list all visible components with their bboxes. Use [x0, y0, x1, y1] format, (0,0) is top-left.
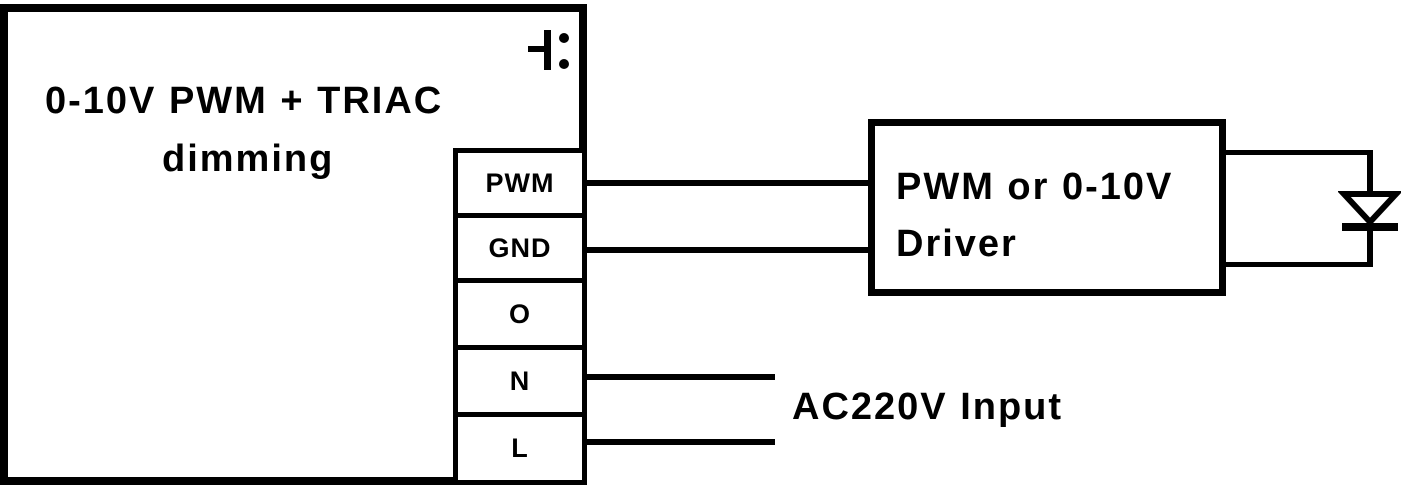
- wire-l: [587, 439, 775, 445]
- push-button-switch-icon: [528, 30, 569, 70]
- driver-label-line2: Driver: [896, 223, 1018, 265]
- terminal-l: L: [453, 412, 587, 485]
- terminal-gnd: GND: [453, 213, 587, 283]
- wire-led-cathode: [1226, 262, 1373, 267]
- driver-box: [868, 119, 1226, 296]
- controller-title-line1: 0-10V PWM + TRIAC: [45, 80, 444, 122]
- wire-gnd: [587, 247, 872, 253]
- ac-input-label: AC220V Input: [792, 386, 1064, 428]
- terminal-pwm: PWM: [453, 148, 587, 218]
- wire-led-anode: [1226, 150, 1373, 155]
- terminal-n: N: [453, 345, 587, 417]
- wire-n: [587, 374, 775, 380]
- terminal-o: O: [453, 278, 587, 350]
- controller-title-line2: dimming: [162, 138, 335, 180]
- led-diode-icon: [1338, 150, 1401, 267]
- wire-pwm: [587, 180, 872, 186]
- driver-label-line1: PWM or 0-10V: [896, 166, 1174, 208]
